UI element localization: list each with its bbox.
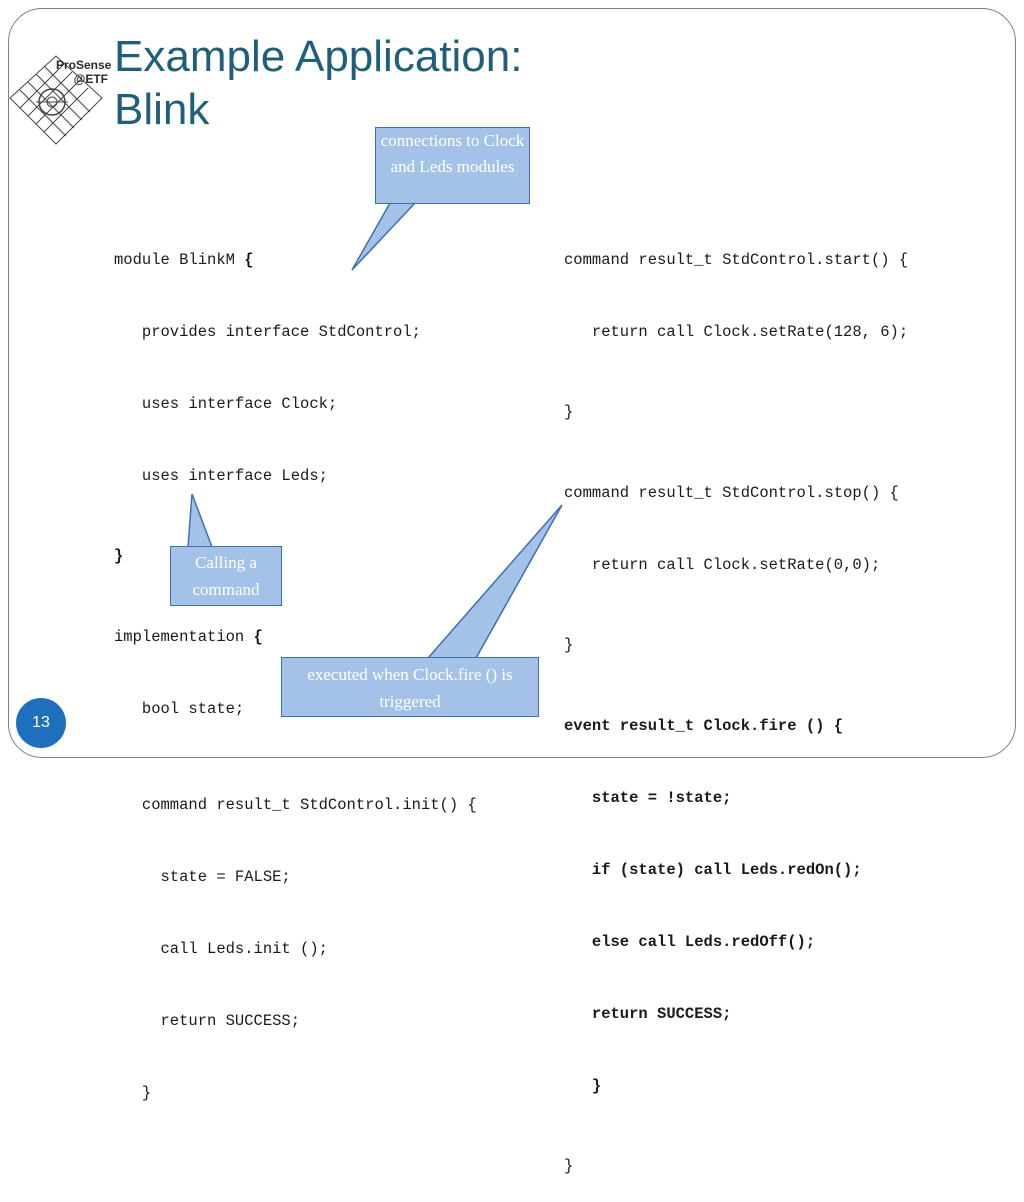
code-line: if (state) call Leds.redOn(); [564,861,862,879]
code-line: command result_t StdControl.init() { [114,796,477,814]
code-line: provides interface StdControl; [114,323,421,341]
code-line: bool state; [114,700,245,718]
code-line: return call Clock.setRate(128, 6); [564,323,909,341]
code-line: return SUCCESS; [564,1005,732,1023]
code-line: } [114,1084,152,1102]
code-line: } [564,636,574,654]
calling-command-callout: Calling a command [170,546,282,606]
logo-graphic-icon [9,55,103,145]
code-line: state = FALSE; [114,868,291,886]
connections-callout: connections to Clock and Leds modules [375,127,530,204]
code-line: } [564,403,574,421]
prosense-logo: ProSense @ETF [6,52,114,152]
code-line: else call Leds.redOff(); [564,933,816,951]
code-line: implementation { [114,628,263,646]
code-line: } [564,1077,602,1095]
code-line: event result_t Clock.fire () { [564,717,844,735]
code-line: return call Clock.setRate(0,0); [564,556,881,574]
code-line: module BlinkM { [114,251,254,269]
logo-name-line2: @ETF [73,72,108,86]
title-line-2: Blink [114,85,210,134]
logo-name-line1: ProSense [56,58,112,72]
right-code-block: command result_t StdControl.start() { re… [564,200,908,1202]
slide-title: Example Application: Blink [114,30,522,136]
code-line: uses interface Clock; [114,395,338,413]
code-line: } [114,547,124,565]
code-line: state = !state; [564,789,732,807]
title-line-1: Example Application: [114,32,523,81]
code-line: call Leds.init (); [114,940,328,958]
executed-callout: executed when Clock.fire () is triggered [281,657,539,717]
slide-frame [8,8,1016,758]
code-line: } [564,1157,574,1175]
code-line: command result_t StdControl.start() { [564,251,909,269]
code-line: uses interface Leds; [114,467,328,485]
page-number-badge: 13 [16,698,66,748]
code-line: return SUCCESS; [114,1012,301,1030]
code-line: command result_t StdControl.stop() { [564,484,899,502]
